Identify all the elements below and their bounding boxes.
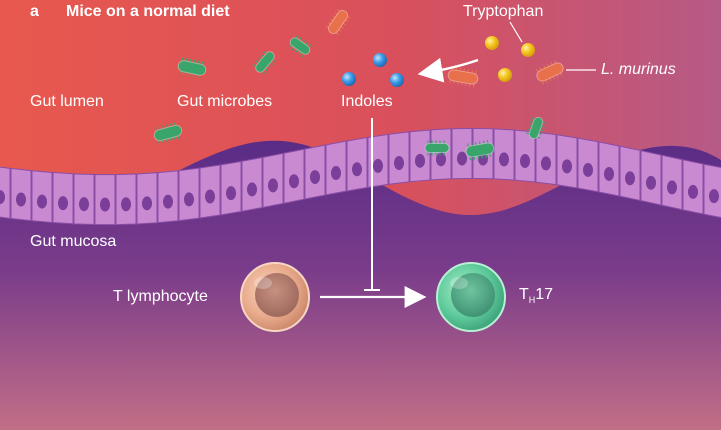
- epithelial-nucleus: [709, 189, 719, 204]
- rod-bacterium-icon: [153, 122, 183, 145]
- epithelial-nucleus: [373, 158, 383, 173]
- epithelial-nucleus: [268, 178, 278, 193]
- th17-label: TH17: [519, 286, 553, 305]
- epithelial-nucleus: [289, 174, 299, 189]
- rod-bacterium-icon: [424, 140, 450, 156]
- epithelial-nucleus: [415, 153, 425, 168]
- epithelial-nucleus: [667, 180, 677, 195]
- epithelial-nucleus: [352, 162, 362, 177]
- epithelial-nucleus: [499, 152, 509, 167]
- epithelial-nucleus: [163, 194, 173, 209]
- epithelial-nucleus: [16, 192, 26, 207]
- indole-molecule-icon: [373, 53, 387, 67]
- t-cell-nucleus: [255, 273, 299, 317]
- conversion-arrow: [417, 57, 479, 83]
- tryptophan-label: Tryptophan: [463, 3, 544, 20]
- epithelial-nucleus: [394, 156, 404, 171]
- epithelial-nucleus: [457, 151, 467, 166]
- epithelial-nucleus: [688, 184, 698, 199]
- epithelial-nucleus: [205, 189, 215, 204]
- indole-molecule-icon: [390, 73, 404, 87]
- epithelial-nucleus: [541, 156, 551, 171]
- tryptophan-leader-line: [509, 21, 523, 43]
- th17-label-subscript: H: [528, 295, 536, 305]
- th17-cell-nucleus: [451, 273, 495, 317]
- epithelial-nucleus: [247, 182, 257, 197]
- epithelial-nucleus: [310, 170, 320, 185]
- rod-bacterium-icon: [177, 57, 207, 79]
- t-lymphocyte-cell: [240, 262, 310, 332]
- rod-bacterium-icon: [447, 66, 479, 88]
- epithelial-nucleus: [226, 186, 236, 201]
- th17-label-number: 17: [535, 286, 554, 303]
- epithelial-nucleus: [58, 196, 68, 211]
- epithelial-nucleus: [184, 192, 194, 207]
- epithelial-nucleus: [331, 166, 341, 181]
- epithelial-nucleus: [79, 197, 89, 212]
- th17-cell-highlight: [450, 277, 468, 289]
- l-murinus-label: L. murinus: [601, 61, 676, 78]
- epithelial-nucleus: [121, 197, 131, 212]
- tryptophan-group: [485, 36, 535, 82]
- t-cell-highlight: [254, 277, 272, 289]
- epithelial-nucleus: [436, 152, 446, 167]
- th17-cell: [436, 262, 506, 332]
- epithelial-nucleus: [0, 190, 5, 205]
- indoles-label: Indoles: [341, 93, 393, 110]
- rod-bacterium-icon: [535, 60, 564, 85]
- indole-molecule-icon: [342, 72, 356, 86]
- gut-mucosa-label: Gut mucosa: [30, 233, 117, 250]
- epithelial-nucleus: [520, 154, 530, 169]
- epithelial-nucleus: [625, 171, 635, 186]
- tryptophan-molecule-icon: [498, 68, 512, 82]
- epithelial-nucleus: [100, 197, 110, 212]
- indoles-group: [342, 53, 404, 87]
- rod-bacterium-icon: [253, 51, 276, 75]
- gut-microbes-label: Gut microbes: [177, 93, 273, 110]
- tryptophan-molecule-icon: [521, 43, 535, 57]
- gut-microbes-group: [153, 8, 564, 161]
- rod-bacterium-icon: [465, 139, 495, 161]
- epithelial-nucleus: [142, 196, 152, 211]
- gut-lumen-label: Gut lumen: [30, 93, 104, 110]
- t-lymphocyte-label: T lymphocyte: [113, 288, 208, 305]
- epithelial-nucleus: [646, 175, 656, 190]
- rod-bacterium-icon: [288, 34, 312, 58]
- epithelial-nucleus: [37, 194, 47, 209]
- epithelial-cell-icon: [0, 166, 11, 219]
- rod-bacterium-icon: [526, 116, 546, 140]
- panel-letter: a: [30, 3, 39, 20]
- epithelial-nucleus: [562, 159, 572, 174]
- th17-label-main: T: [519, 286, 529, 303]
- epithelial-nucleus: [604, 166, 614, 181]
- epithelial-nucleus: [583, 162, 593, 177]
- tryptophan-molecule-icon: [485, 36, 499, 50]
- rod-bacterium-icon: [325, 8, 351, 36]
- panel-title: Mice on a normal diet: [66, 3, 230, 20]
